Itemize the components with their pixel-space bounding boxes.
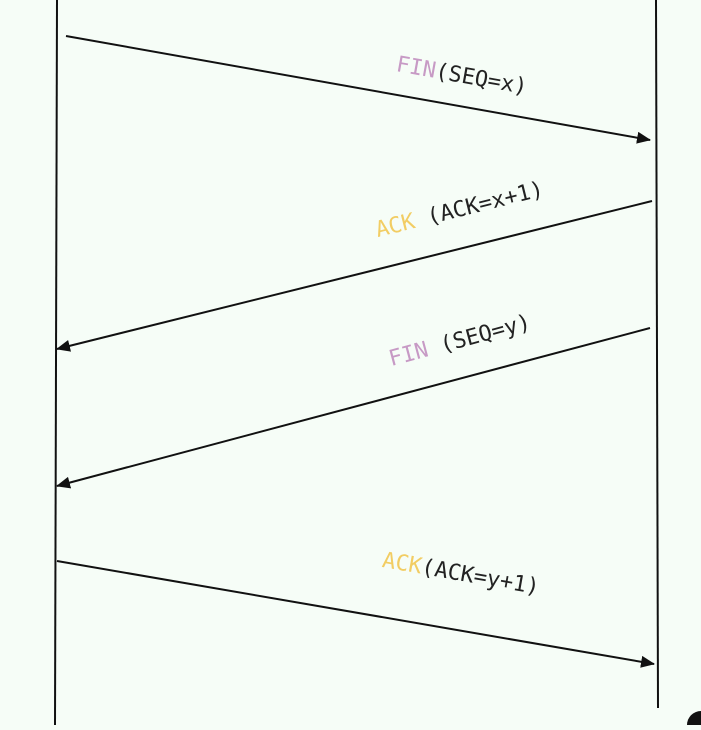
message-ack-y-plus-1: ACK(ACK=y+1): [56, 527, 655, 668]
message-arrow-2: [56, 200, 653, 352]
message-fin-seq-y: FIN (SEQ=y): [56, 286, 651, 489]
message-params-2: (ACK=x+1): [412, 177, 547, 233]
message-params-3: (SEQ=y): [425, 310, 534, 362]
corner-shape: [687, 711, 701, 725]
message-keyword-3: FIN: [386, 338, 431, 372]
message-label-2: ACK (ACK=x+1): [257, 155, 636, 272]
message-label-3: FIN (SEQ=y): [271, 286, 623, 403]
message-label-4: ACK(ACK=y+1): [263, 527, 633, 616]
message-keyword-4: ACK: [380, 548, 424, 580]
left-lifeline: [54, 0, 58, 726]
message-params-4: (ACK=y+1): [420, 555, 542, 600]
message-arrow-3: [56, 327, 651, 489]
message-keyword-1: FIN: [394, 52, 438, 84]
message-fin-seq-x: FIN(SEQ=x): [65, 35, 651, 144]
right-lifeline: [655, 0, 659, 709]
message-arrow-4: [56, 560, 655, 668]
message-arrow-1: [65, 35, 651, 144]
message-params-1: (SEQ=x): [433, 59, 529, 100]
message-keyword-2: ACK: [373, 209, 418, 243]
